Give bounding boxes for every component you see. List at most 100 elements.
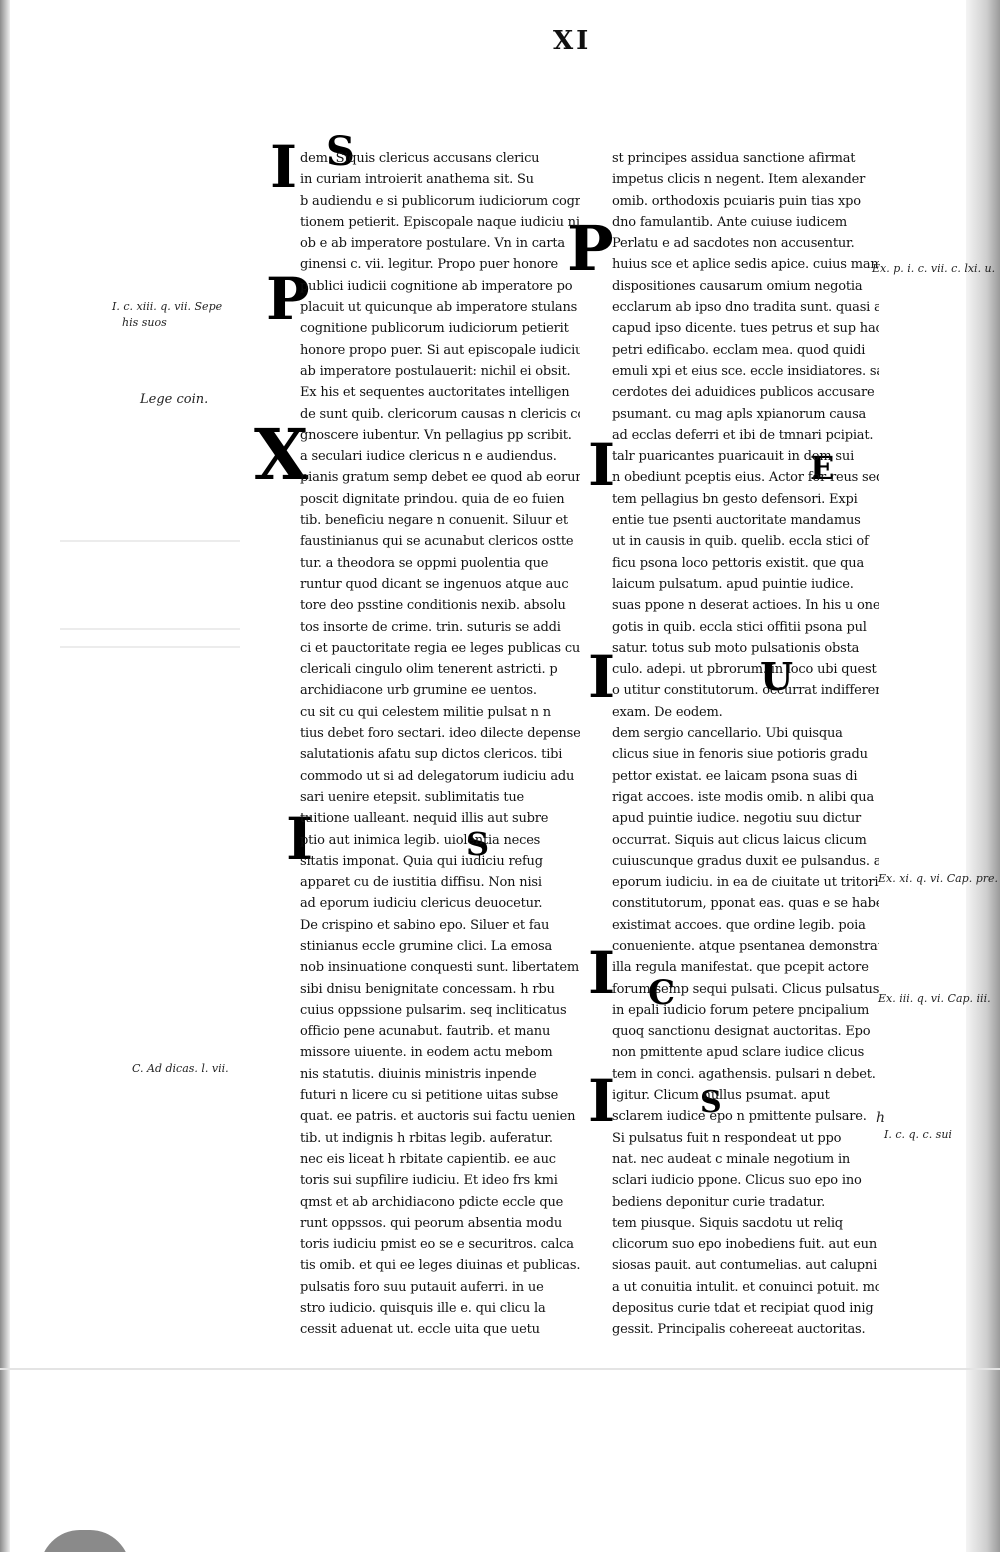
text-line: petri edificabo. ecclam mea. quod quidi	[612, 342, 866, 358]
text-line: de sunt quib. clericorum causas n cleric…	[300, 406, 580, 422]
text-line: a seculari iudice clericus n e audiendus…	[300, 449, 557, 465]
text-line: cognitione publicorum iudiciorum petieri…	[300, 321, 569, 337]
text-line: tur. a theodora se oppmi puolentia que	[300, 555, 549, 571]
text-line: in curiam introierit anathema sit. Su	[300, 172, 534, 188]
initial-letter-u: U	[760, 654, 794, 699]
text-line: bediens deponitur curie tradatur.	[612, 1194, 826, 1210]
margin-note-left: I. c. xiii. q. vii. Sepe	[112, 300, 223, 313]
text-line: ob e ab imperatore postulare. Vn in cart…	[300, 236, 565, 252]
text-line: stro iudicio. quisquis ille e. qui clicu…	[300, 1301, 546, 1317]
text-line: conueniente. atque psentanea demonstrat.	[612, 938, 879, 954]
text-line: rigat accoes. iste modis omib. n alibi q…	[612, 789, 875, 805]
text-line: dno famulantib. Ante cuiuse iudicem	[612, 214, 847, 230]
text-column-left: dem. Siquis clericus accusans clericu in…	[270, 148, 580, 1341]
initial-letter-i: I	[588, 643, 616, 711]
initial-letter-s: S	[466, 825, 490, 863]
text-line: non pmittente apud sclare iudice clicus	[612, 1045, 865, 1061]
text-line: in epali iudicio forum petere pncipalium	[612, 1002, 870, 1018]
text-line: sclarem iudice epo n pmittente pulsare.	[612, 1109, 867, 1125]
text-line: futuri n licere cu si petitione uitas su…	[300, 1088, 559, 1104]
text-line: ci et pauctoritate regia ee leges public…	[300, 640, 580, 656]
margin-note-right: I. c. q. c. sui	[884, 1128, 952, 1141]
text-line: ptio aut inimica legib. uiolentia neces	[300, 832, 541, 848]
scanner-thumb	[40, 1530, 130, 1552]
initial-letter-i: I	[270, 133, 298, 201]
text-line: tis omib. et qui ee leges diuinas et pub…	[300, 1258, 580, 1274]
text-line: pulsatis foro suu putauit auferri. in ue	[300, 1279, 544, 1295]
text-line: Perlatu e ad sacdotes non accusentur.	[612, 236, 855, 252]
text-line: toris sui supfilire iudiciu. Et ideo frs…	[300, 1173, 558, 1189]
text-line: sibi dnisu benignitate concessam. h rbu	[300, 981, 555, 997]
text-line: Si pulsatus fuit n respondeat ut ppo	[612, 1130, 842, 1146]
text-line: ginensi c. vii. legitur. Propo puer hono…	[300, 257, 559, 273]
text-line: culo. adepi. ut pbrorum. in loco ubi que…	[612, 662, 877, 678]
text-line: igitur. Clicum nullus psumat. aput	[612, 1088, 830, 1104]
text-line: illa regula manifestat. que pcepit actor…	[612, 960, 869, 976]
text-line: apparet cu de iustitia diffisu. Non nisi	[300, 875, 542, 891]
page-left-edge	[0, 0, 10, 1552]
text-line: clicus siue in fenoris siue potioris gra…	[612, 747, 868, 763]
text-line: cessit aduenat ut. eccle uita que uetu	[300, 1322, 540, 1338]
text-line: tem piusque. Siquis sacdotu ut reliq	[612, 1215, 843, 1231]
text-line: eporum iudiciu. in ea de ciuitate ut tri…	[612, 875, 879, 891]
text-line: missore uiuente. in eodem actu mebom	[300, 1045, 553, 1061]
scan-crease	[0, 1368, 1000, 1370]
text-line: tore deo psstine conditionis nexib. abso…	[300, 598, 566, 614]
text-line: stinianus eccle grumine clici. La emosa	[300, 938, 552, 954]
text-line: runt oppssos. qui peorum absentia modu	[300, 1215, 563, 1231]
initial-letter-i: I	[588, 939, 616, 1007]
text-line: existimat accoes. que ordine legib. poia	[612, 917, 866, 933]
text-line: salutationis afatu sup dictos clericos. …	[300, 747, 563, 763]
text-line: clericali cingulo olim tenerent astricti…	[300, 662, 558, 678]
initial-letter-c: C	[648, 973, 676, 1013]
text-line: tib. ut indignis h rbitas legib. auferat…	[300, 1130, 553, 1146]
text-line: siosas pauit. aut contumelias. aut calup…	[612, 1258, 878, 1274]
text-line: tius debet foro sectari. ideo dilecte de…	[300, 726, 580, 742]
text-line: n obediunt pceptis eius. Actor for reus …	[612, 470, 879, 486]
text-column-right: st principes assidua sanctione afirmat i…	[594, 148, 879, 1341]
text-line: toris iudiciu pmist eo se e securitros. …	[300, 1237, 574, 1253]
text-line: pettor existat. ee laicam psona suas di	[612, 768, 858, 784]
text-line: o utitur constitutorum. occurrat indiffe…	[612, 683, 879, 699]
text-line: tuitione ualleant. nequid illis aut subr…	[300, 811, 549, 827]
text-line: officio pene acunabut. fautrib. et manu	[300, 1024, 551, 1040]
margin-note-right: Ex. iii. q. vi. Cap. iii.	[878, 992, 991, 1005]
text-line: sitatis imponat. Quia qui iudiciu refug	[300, 853, 543, 869]
text-line: Ex his et sequentes auctoritates intelli…	[300, 385, 570, 401]
text-line: cuius oppssione pulsarim. seq incliticat…	[300, 1002, 567, 1018]
text-line: b audiendu e si publicorum iudiciorum co…	[300, 193, 580, 209]
text-line: satur. totus sub moto pulsationis obsta	[612, 640, 860, 656]
text-line: tem pellagius bn gesto defensori. Expi	[612, 491, 858, 507]
text-line: runtur quod dicant se ingenuos atque auc	[300, 576, 569, 592]
margin-note-left: Lege coin.	[140, 392, 209, 407]
initial-letter-i: I	[588, 431, 616, 499]
text-line: pianis gratum semp debet ee quod ab eoru…	[300, 470, 580, 486]
text-line: ut in causis in quib. quelib. eccla stic…	[612, 534, 869, 550]
initial-letter-p: P	[266, 265, 310, 333]
text-line: archidiacone urb grumine ee uentos.	[300, 683, 537, 699]
text-line: entie tue psenti auctoritate mandamus	[612, 513, 861, 529]
ghost-line	[60, 646, 240, 648]
text-line: poscit dignitate prindou. quia de eo fui…	[300, 491, 565, 507]
text-line: qmst et ab archidiacono pdicte eccle que	[300, 1194, 564, 1210]
text-line: forum semp sequi pulsati. Clicus pulsatu…	[612, 981, 879, 997]
text-line: nec eis liceat h rbitate capientib. ee a…	[300, 1151, 556, 1167]
margin-note-right: Ex. p. i. c. vii. c. lxi. u.	[872, 262, 996, 275]
text-line: ecclarum ab ipso dno tradita sunt. quasi…	[612, 300, 879, 316]
ghost-line	[60, 540, 240, 542]
text-line: capud ipso dicente. tues petrus et sup h…	[612, 321, 879, 337]
margin-note-right: Ex. xi. q. vi. Cap. pre.	[878, 872, 999, 885]
text-line: laicum pulsatum. apud puintie iudice.	[612, 576, 854, 592]
text-line: cerdotes dei aduidices publicos accusare	[612, 385, 875, 401]
text-line: emuli xpi et eius sce. eccle insidiatore…	[612, 363, 879, 379]
text-line: depositus curie tdat et recipiat quod in…	[612, 1301, 874, 1317]
text-line: tos insorte de crime. trin. suturis se a…	[300, 619, 561, 635]
text-line: nis statutis. diuinis ministris inpende	[300, 1066, 537, 1082]
text-line: gnoscere iubentur. Vn pellagius pp scrib…	[300, 427, 572, 443]
text-line: honore propo puer. Si aut episcopale iud…	[300, 342, 580, 358]
text-line: placuit ut quicunque ab imperatore stula…	[300, 300, 578, 316]
text-line: sari uenire etepsit. sublimitatis tue	[300, 789, 525, 805]
text-line: apud puintie iudice. negotiu suu dictur	[612, 811, 862, 827]
text-line: ab imperatore postulauerit: nichil ei ob…	[300, 363, 571, 379]
